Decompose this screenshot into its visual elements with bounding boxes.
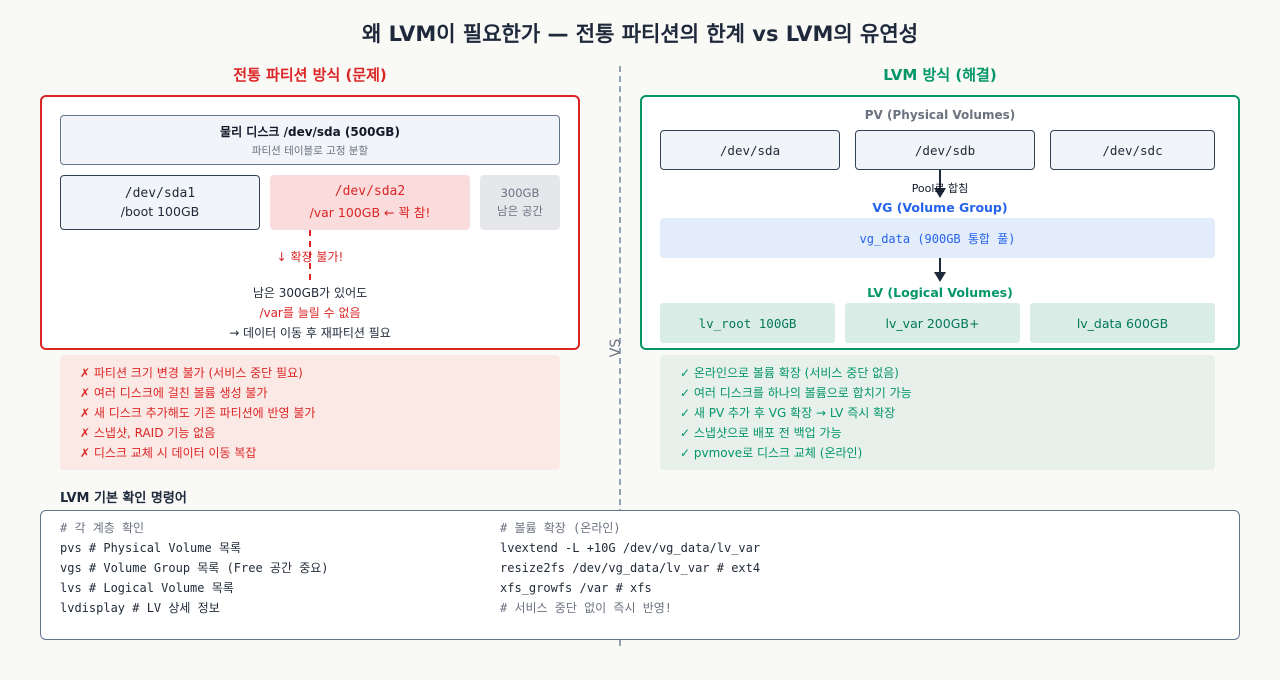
command-line: xfs_growfs /var # xfs [500,581,652,595]
physical-disk-subtitle: 파티션 테이블로 고정 분할 [251,144,369,157]
page-title: 왜 LVM이 필요한가 — 전통 파티션의 한계 vs LVM의 유연성 [361,22,919,46]
pool-arrow-head [934,188,946,198]
command-comment: # 서비스 중단 없이 즉시 반영! [500,601,673,615]
lv-arrow-line [939,258,941,274]
problem-item: ✗ 디스크 교체 시 데이터 이동 복잡 [80,446,257,460]
command-line: lvextend -L +10G /dev/vg_data/lv_var [500,541,761,555]
pv-box: /dev/sdc [1050,130,1215,170]
lv-box: lv_root 100GB [660,303,835,343]
command-line: pvs # Physical Volume 목록 [60,541,242,555]
pv-box: /dev/sdb [855,130,1035,170]
note-line: 남은 300GB가 있어도 [252,286,368,300]
partition-desc: /var 100GB ← 꽉 참! [309,205,431,220]
benefit-item: ✓ 스냅샷으로 배포 전 백업 가능 [680,426,842,440]
lv-box: lv_var 200GB+ [845,303,1020,343]
lv-label: LV (Logical Volumes) [867,285,1013,300]
vg-box: vg_data (900GB 통합 풀) [660,218,1215,258]
note-line: /var를 늘릴 수 없음 [259,306,361,320]
pv-label: PV (Physical Volumes) [864,108,1016,122]
vs-label: VS [608,338,624,358]
physical-disk-title: 물리 디스크 /dev/sda (500GB) [220,124,400,139]
benefit-item: ✓ 새 PV 추가 후 VG 확장 → LV 즉시 확장 [680,406,896,420]
physical-disk-box: 물리 디스크 /dev/sda (500GB) 파티션 테이블로 고정 분할 [60,115,560,165]
lv-arrow-head [934,272,946,282]
lvm-heading: LVM 방식 (해결) [883,66,997,84]
pv-box: /dev/sda [660,130,840,170]
problem-item: ✗ 파티션 크기 변경 불가 (서비스 중단 필요) [80,366,303,380]
partition-sda2: /dev/sda2 /var 100GB ← 꽉 참! [270,175,470,230]
pool-label: Pool로 합침 [911,182,969,195]
vg-label: VG (Volume Group) [872,200,1008,215]
free-space-size: 300GB [500,186,540,200]
commands-right-column: # 볼륨 확장 (온라인) lvextend -L +10G /dev/vg_d… [500,520,760,620]
problem-list: ✗ 파티션 크기 변경 불가 (서비스 중단 필요) ✗ 여러 디스크에 걸친 … [60,355,560,470]
benefit-list: ✓ 온라인으로 볼륨 확장 (서비스 중단 없음) ✓ 여러 디스크를 하나의 … [660,355,1215,470]
vs-divider [619,66,621,646]
partition-desc: /boot 100GB [120,204,200,219]
pool-arrow-line [939,170,941,190]
benefit-item: ✓ 온라인으로 볼륨 확장 (서비스 중단 없음) [680,366,899,380]
traditional-heading: 전통 파티션 방식 (문제) [233,66,387,84]
commands-left-column: # 각 계층 확인 pvs # Physical Volume 목록 vgs #… [60,520,329,620]
cannot-expand-label: ↓ 확장 불가! [276,250,344,264]
free-space-box: 300GB 남은 공간 [480,175,560,230]
cannot-expand-line [309,230,311,280]
benefit-item: ✓ 여러 디스크를 하나의 볼륨으로 합치기 가능 [680,386,912,400]
command-line: vgs # Volume Group 목록 (Free 공간 중요) [60,561,329,575]
command-line: resize2fs /dev/vg_data/lv_var # ext4 [500,561,761,575]
command-line: lvs # Logical Volume 목록 [60,581,234,595]
partition-name: /dev/sda1 [124,186,196,201]
command-comment: # 볼륨 확장 (온라인) [500,521,621,535]
command-line: lvdisplay # LV 상세 정보 [60,601,220,615]
partition-sda1: /dev/sda1 /boot 100GB [60,175,260,230]
partition-name: /dev/sda2 [334,184,406,199]
problem-item: ✗ 스냅샷, RAID 기능 없음 [80,426,216,440]
free-space-label: 남은 공간 [497,204,543,218]
benefit-item: ✓ pvmove로 디스크 교체 (온라인) [680,446,863,460]
commands-title: LVM 기본 확인 명령어 [60,491,187,506]
problem-item: ✗ 새 디스크 추가해도 기존 파티션에 반영 불가 [80,406,316,420]
lv-box: lv_data 600GB [1030,303,1215,343]
commands-panel [40,510,1240,640]
command-comment: # 각 계층 확인 [60,521,145,535]
note-line: → 데이터 이동 후 재파티션 필요 [229,326,391,340]
problem-item: ✗ 여러 디스크에 걸친 볼륨 생성 불가 [80,386,268,400]
